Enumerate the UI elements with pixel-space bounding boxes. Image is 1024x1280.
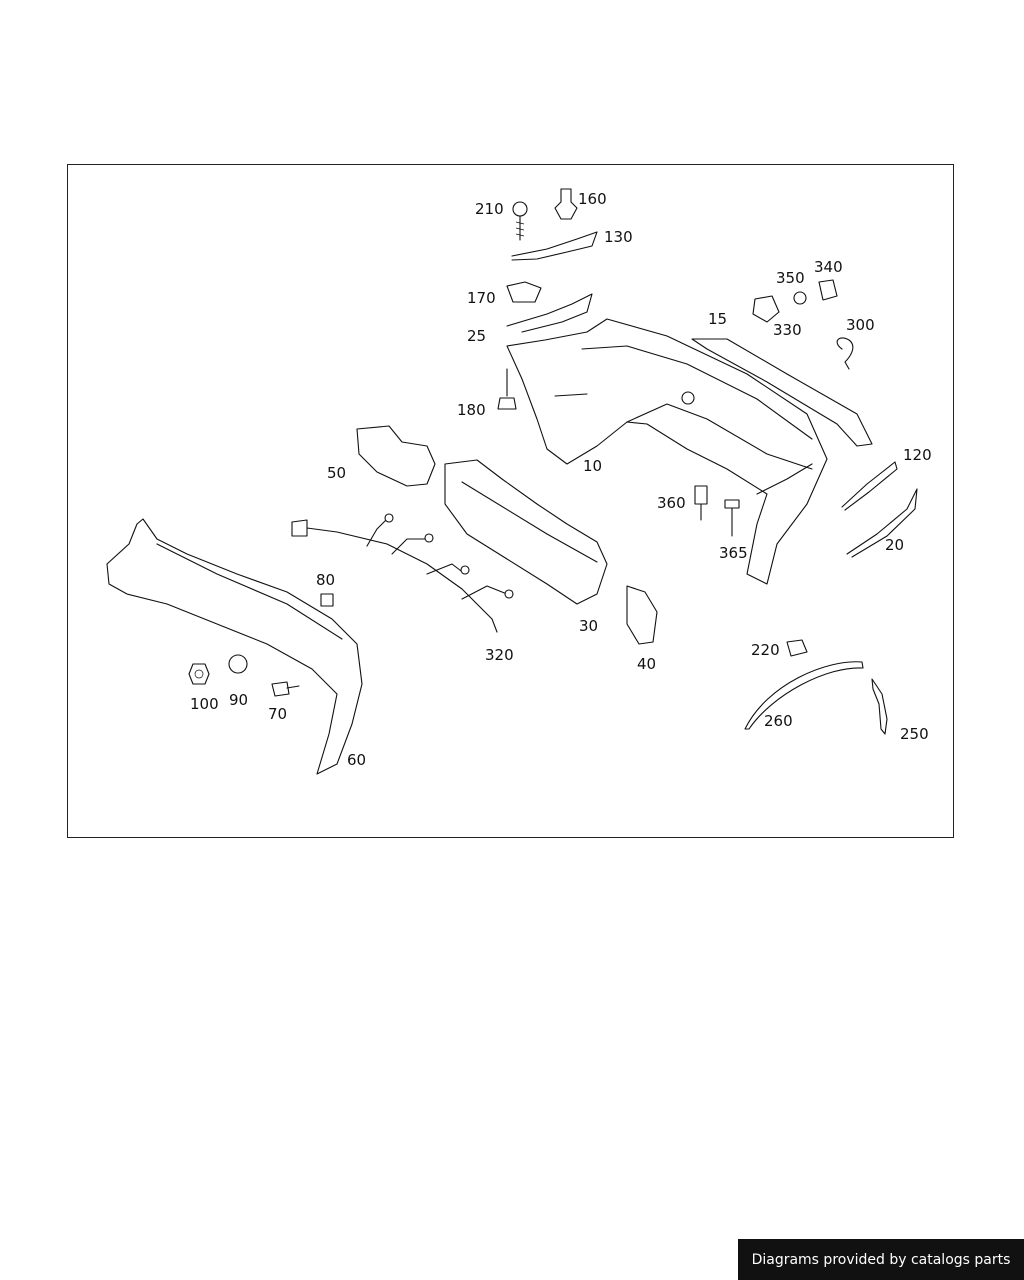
callout-25: 25 — [467, 327, 486, 345]
callout-210: 210 — [475, 200, 504, 218]
diagram-credit-badge: Diagrams provided by catalogs parts — [738, 1239, 1024, 1280]
part-40-bracket[interactable] — [626, 585, 658, 645]
callout-260: 260 — [764, 712, 793, 730]
callout-340: 340 — [814, 258, 843, 276]
part-160-clip[interactable] — [554, 188, 578, 220]
callout-60: 60 — [347, 751, 366, 769]
callout-15: 15 — [708, 310, 727, 328]
callout-350: 350 — [776, 269, 805, 287]
part-365-screw[interactable] — [724, 499, 740, 537]
callout-10: 10 — [583, 457, 602, 475]
part-250-moulding[interactable] — [871, 678, 888, 735]
part-50-bracket[interactable] — [356, 425, 436, 487]
callout-360: 360 — [657, 494, 686, 512]
callout-330: 330 — [773, 321, 802, 339]
part-180-bolt[interactable] — [497, 368, 517, 410]
part-220-clip[interactable] — [786, 639, 808, 657]
part-25-strip[interactable] — [506, 293, 593, 333]
part-20-strip[interactable] — [846, 488, 918, 558]
part-130-strip[interactable] — [511, 231, 598, 261]
callout-365: 365 — [719, 544, 748, 562]
callout-50: 50 — [327, 464, 346, 482]
part-320-wiring[interactable] — [291, 513, 514, 633]
part-360-bolt[interactable] — [694, 485, 708, 521]
callout-250: 250 — [900, 725, 929, 743]
part-210-screw[interactable] — [512, 201, 528, 241]
part-10-bumper-cover[interactable] — [506, 318, 828, 585]
exploded-parts-diagram: 210 160 130 170 25 180 10 15 350 340 330… — [106, 188, 932, 775]
callout-300: 300 — [846, 316, 875, 334]
callout-180: 180 — [457, 401, 486, 419]
part-90-washer[interactable] — [228, 654, 248, 674]
part-350-clip[interactable] — [752, 295, 780, 323]
callout-70: 70 — [268, 705, 287, 723]
callout-120: 120 — [903, 446, 932, 464]
part-330-ring[interactable] — [793, 291, 807, 305]
callout-220: 220 — [751, 641, 780, 659]
callout-20: 20 — [885, 536, 904, 554]
callout-40: 40 — [637, 655, 656, 673]
callout-30: 30 — [579, 617, 598, 635]
part-15-strip[interactable] — [691, 338, 873, 447]
part-170-clip[interactable] — [506, 281, 542, 303]
callout-170: 170 — [467, 289, 496, 307]
part-60-carrier[interactable] — [106, 518, 363, 775]
callout-80: 80 — [316, 571, 335, 589]
callout-130: 130 — [604, 228, 633, 246]
part-70-bolt[interactable] — [271, 681, 300, 697]
part-120-strip[interactable] — [841, 461, 898, 511]
part-260-moulding[interactable] — [744, 661, 864, 730]
callout-100: 100 — [190, 695, 219, 713]
part-340-clip[interactable] — [818, 279, 838, 301]
credit-text: Diagrams provided by catalogs parts — [751, 1251, 1011, 1268]
callout-320: 320 — [485, 646, 514, 664]
callout-90: 90 — [229, 691, 248, 709]
callout-160: 160 — [578, 190, 607, 208]
part-30-absorber[interactable] — [444, 459, 608, 605]
part-300-clip[interactable] — [836, 337, 854, 370]
part-100-nut[interactable] — [188, 663, 210, 685]
part-80-clip[interactable] — [320, 593, 334, 607]
